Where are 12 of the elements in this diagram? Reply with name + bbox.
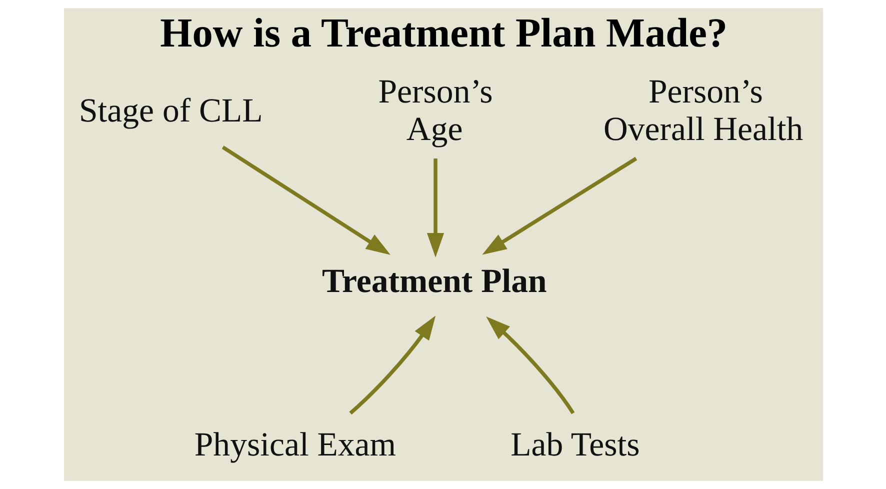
diagram-title: How is a Treatment Plan Made? [160,10,728,56]
node-text: Person’s Age [378,74,492,148]
node-text: Physical Exam [194,426,396,464]
arrow [486,316,574,414]
node-text: Lab Tests [510,426,640,464]
node-text: Stage of CLL [78,92,262,130]
arrow [348,316,436,415]
arrow [482,156,637,255]
node-text: Treatment Plan [322,263,546,300]
arrow [426,158,444,258]
node-text: Person’s Overall Health [602,74,803,148]
arrow [221,146,390,255]
